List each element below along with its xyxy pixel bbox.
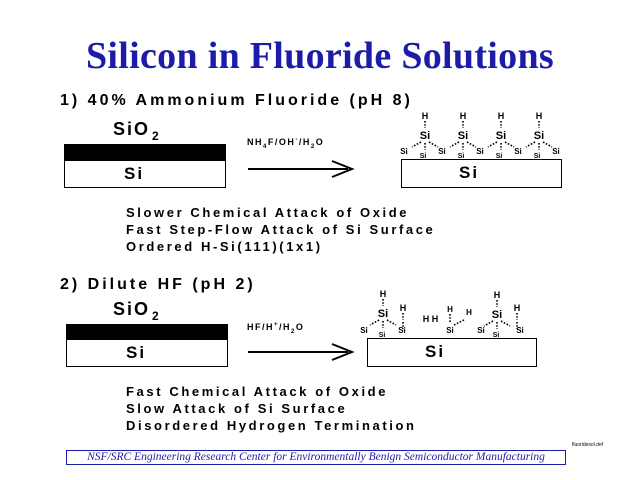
subsurface-silicon-atom: Si [534,153,541,160]
bond-line [487,141,498,148]
hydrogen-atom: H [498,111,505,121]
page-title: Silicon in Fluoride Solutions [86,35,554,77]
subsurface-silicon-atom: Si [477,326,485,335]
section2-heading: 2) Dilute HF (pH 2) [60,276,256,293]
subsurface-silicon-atom: Si [493,332,500,339]
hydrogen-atom: H [447,305,453,314]
section2-oxide-layer [66,324,228,340]
hydrogen-atom: H [380,289,387,299]
oxide-text: SiO [113,119,151,139]
section2-reagent: HF/H+/H2O [247,322,304,335]
subsurface-silicon-atom: Si [476,147,484,156]
subsurface-silicon-atom: Si [516,326,524,335]
silicon-atom: Si [420,130,430,142]
subsurface-silicon-atom: Si [398,326,406,335]
section2-si-substrate: Si [66,339,228,367]
silicon-atom: Si [534,130,544,142]
subsurface-silicon-atom: Si [552,147,560,156]
subsurface-silicon-atom: Si [420,153,427,160]
hydrogen-atom: H [514,303,521,313]
reagent-sup: - [295,137,299,143]
hydrogen-atom: H [460,111,467,121]
section1-heading: 1) 40% Ammonium Fluoride (pH 8) [60,92,413,109]
bond-line [386,319,397,326]
oxide-text: SiO [113,299,151,319]
section1-si-substrate: Si [64,160,226,188]
surface-substrate-label: Si [425,342,446,361]
reagent-sub: 2 [310,143,316,150]
subsurface-silicon-atom: Si [458,153,465,160]
reagent-part: NH [247,137,263,147]
section1-line-3: Ordered H-Si(111)(1x1) [126,239,323,254]
subsurface-silicon-atom: Si [360,326,368,335]
bond-line [369,319,380,326]
silicon-atom: Si [496,130,506,142]
section1-surface-substrate: Si [401,159,562,188]
reagent-part: F/OH [267,137,296,147]
surface-substrate-label: Si [459,163,480,182]
reagent-sub: 2 [291,328,296,335]
hydrogen-atom: H [432,314,439,324]
reagent-part: O [315,137,325,147]
hydrogen-atom: H [494,290,501,300]
silicon-atom: Si [458,130,468,142]
subsurface-silicon-atom: Si [496,153,503,160]
arrow-head [331,343,355,361]
file-name: fluoridesol.def [572,442,604,448]
silicon-atom: Si [446,326,454,335]
arrow-head [331,160,355,178]
reagent-part: /H [298,137,311,147]
footer-banner: NSF/SRC Engineering Research Center for … [66,450,566,465]
bond-line [542,141,553,148]
silicon-atom: Si [378,308,388,320]
bond-line [411,141,422,148]
bond-line [428,141,439,148]
section1-oxide-layer [64,144,226,161]
oxide-subscript: 2 [152,129,159,143]
bond-line [525,141,536,148]
section2-line-1: Fast Chemical Attack of Oxide [126,384,389,399]
section1-reaction-arrow [248,160,355,178]
si-substrate-label: Si [126,343,147,362]
section1-line-2: Fast Step-Flow Attack of Si Surface [126,222,436,237]
section2-line-3: Disordered Hydrogen Termination [126,418,417,433]
bond-line [449,141,460,148]
section1-reagent: NH4F/OH-/H2O [247,137,324,150]
subsurface-silicon-atom: Si [379,332,386,339]
bond-line [483,320,494,327]
hydrogen-atom: H [466,308,472,317]
bond-line [500,320,511,327]
subsurface-silicon-atom: Si [438,147,446,156]
subsurface-silicon-atom: Si [514,147,522,156]
silicon-atom: Si [492,309,502,321]
oxide-subscript: 2 [152,309,159,323]
hydrogen-atom: H [422,111,429,121]
section1-line-1: Slower Chemical Attack of Oxide [126,205,410,220]
hydrogen-atom: H [536,111,543,121]
section2-line-2: Slow Attack of Si Surface [126,401,348,416]
reagent-part: O [295,322,305,332]
reagent-sup: + [274,322,280,328]
subsurface-silicon-atom: Si [400,147,408,156]
hydrogen-atom: H [400,303,407,313]
reagent-part: /H [279,322,292,332]
hydrogen-atom: H [423,314,430,324]
section2-surface-substrate: Si [367,338,537,367]
reagent-sub: 4 [263,143,268,150]
reagent-part: HF/H [247,322,274,332]
bond-line [453,319,465,326]
bond-line [504,141,515,148]
section2-reaction-arrow [248,343,355,361]
bond-line [466,141,477,148]
si-substrate-label: Si [124,164,145,183]
